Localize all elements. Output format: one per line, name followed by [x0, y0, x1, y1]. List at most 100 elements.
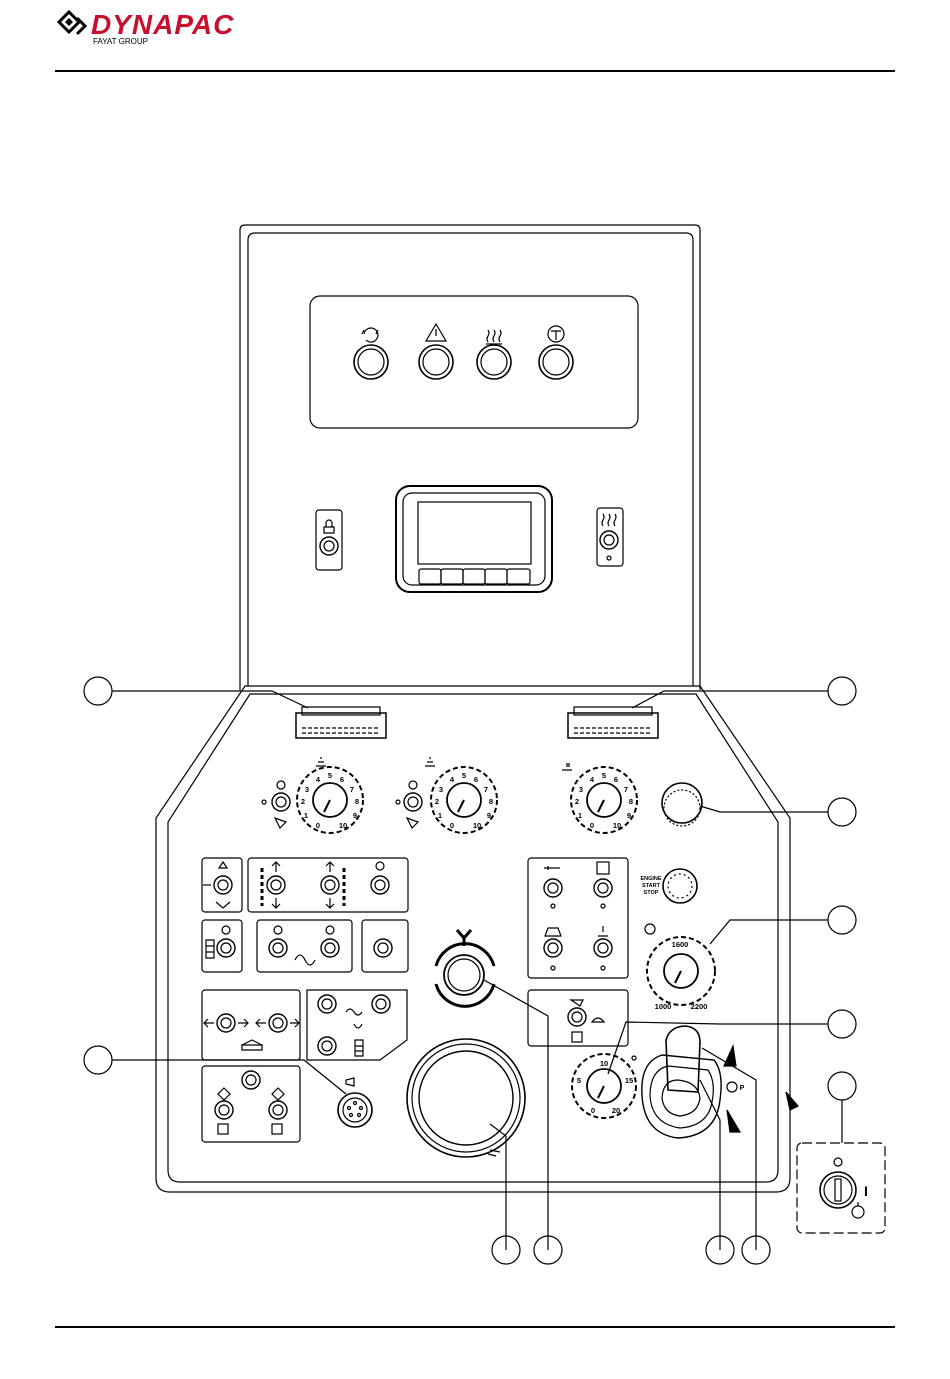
wave-icon [295, 955, 315, 965]
toggle-switch-2[interactable] [396, 781, 422, 828]
engine-icon [645, 924, 655, 934]
toggle-switch-1[interactable] [262, 781, 290, 828]
dial-knob-3[interactable] [562, 764, 637, 833]
dial1-scale-7: 7 [350, 785, 354, 794]
lamp-rotation [354, 328, 388, 379]
dial1-scale-1: 1 [304, 811, 308, 820]
arrow-up-icon [219, 862, 227, 868]
dial1-scale-2: 2 [301, 797, 305, 806]
display-softkey-1[interactable] [419, 569, 441, 584]
switch-group-extension[interactable] [202, 990, 300, 1060]
switch-group-tamper[interactable] [202, 920, 242, 972]
horn-socket[interactable] [338, 1078, 372, 1127]
dial1-scale-9: 9 [353, 811, 357, 820]
callout-circle [84, 1046, 112, 1074]
spray-icon [544, 866, 560, 870]
rotation-icon [362, 328, 378, 342]
dial1-scale-3: 3 [305, 785, 309, 794]
lamp-temperature [539, 326, 573, 379]
warning-lamp-plate [310, 296, 638, 428]
steering-adjustment-knob[interactable] [436, 930, 494, 1006]
speed-dial-right: 15 [625, 1076, 633, 1085]
switch-group-screed-lift[interactable] [202, 858, 242, 912]
forward-arrow-icon [724, 1046, 736, 1066]
display-softkey-5[interactable] [507, 569, 530, 584]
callout-circle [828, 677, 856, 705]
engine-button-label-3: STOP [644, 890, 659, 896]
work-light-left [296, 707, 386, 738]
dial2-scale-3: 3 [439, 785, 443, 794]
speed-dial-bottom-left: 0 [591, 1106, 595, 1115]
dial3-scale-7: 7 [624, 785, 628, 794]
warning-triangle-icon [426, 324, 446, 341]
ignition-key-switch[interactable] [797, 1143, 885, 1233]
rpm-dial-low: 1000 [655, 1002, 672, 1011]
dial2-scale-4: 4 [450, 775, 455, 784]
dial3-scale-9: 9 [627, 811, 631, 820]
switch-group-travel-mode[interactable] [528, 990, 628, 1046]
dial3-scale-4: 4 [590, 775, 595, 784]
engine-rpm-dial[interactable] [645, 924, 715, 1005]
display-screen [418, 502, 531, 564]
dial2-scale-9: 9 [487, 811, 491, 820]
auger-icon [425, 758, 435, 766]
dial2-scale-10: 10 [473, 821, 481, 830]
dial1-scale-5: 5 [328, 771, 332, 780]
arrow-left-icon [204, 1019, 214, 1027]
switch-group-vibration-2[interactable] [307, 990, 407, 1060]
steering-wheel[interactable] [407, 1039, 525, 1157]
wave-icon [346, 1009, 362, 1015]
switch-group-hopper[interactable] [248, 858, 408, 912]
dial2-scale-1: 1 [438, 811, 442, 820]
dial-knob-2[interactable] [425, 758, 497, 833]
hand-icon [407, 818, 418, 828]
arrow-left-icon [256, 1019, 266, 1027]
callout-circle [828, 798, 856, 826]
dial2-scale-7: 7 [484, 785, 488, 794]
conveyor-icon [562, 764, 572, 770]
emergency-stop-button[interactable] [662, 783, 702, 826]
switch-group-hopper-wings[interactable] [202, 1066, 300, 1142]
dial2-scale-2: 2 [435, 797, 439, 806]
dial3-scale-10: 10 [613, 821, 621, 830]
arrow-down-icon [272, 898, 280, 908]
dial1-scale-4: 4 [316, 775, 321, 784]
display-softkey-2[interactable] [441, 569, 463, 584]
engine-start-stop-button[interactable] [663, 869, 697, 903]
display-softkey-4[interactable] [485, 569, 507, 584]
display-softkey-3[interactable] [463, 569, 485, 584]
dial-knob-1[interactable] [297, 758, 363, 833]
switch-group-vibration[interactable] [257, 920, 352, 972]
rpm-dial-mid: 1600 [672, 940, 689, 949]
callout-circle [828, 1010, 856, 1038]
heater-switch[interactable] [597, 508, 623, 566]
speed-dial-bottom-right: 20 [612, 1106, 620, 1115]
dial1-scale-0: 0 [316, 821, 320, 830]
lamp-warning [419, 324, 453, 379]
panel-icon [597, 862, 609, 874]
dial1-scale-8: 8 [355, 797, 359, 806]
key-switch-position-label: I [864, 1183, 868, 1199]
dial3-scale-6: 6 [614, 775, 618, 784]
arrow-right-icon [238, 1019, 248, 1027]
lock-switch[interactable] [316, 510, 342, 570]
switch-conveyor-auto[interactable] [362, 920, 408, 972]
parking-brake-symbol: P [740, 1085, 745, 1092]
speed-dial-left: 5 [577, 1076, 581, 1085]
drive-lever[interactable] [642, 1026, 740, 1138]
dial1-scale-6: 6 [340, 775, 344, 784]
reverse-arrow-icon [727, 1110, 740, 1132]
switch-group-right[interactable] [528, 858, 628, 978]
callout-circle [828, 1072, 856, 1100]
dial2-scale-0: 0 [450, 821, 454, 830]
arrow-down-icon [326, 898, 334, 908]
footer-rule [55, 1326, 895, 1328]
work-light-right [568, 707, 658, 738]
callout-circle [84, 677, 112, 705]
sensor-icon [598, 926, 608, 936]
horn-icon [346, 1078, 354, 1086]
dial3-scale-0: 0 [590, 821, 594, 830]
upper-panel-outline [240, 225, 700, 690]
chevron-down-icon [216, 902, 230, 908]
